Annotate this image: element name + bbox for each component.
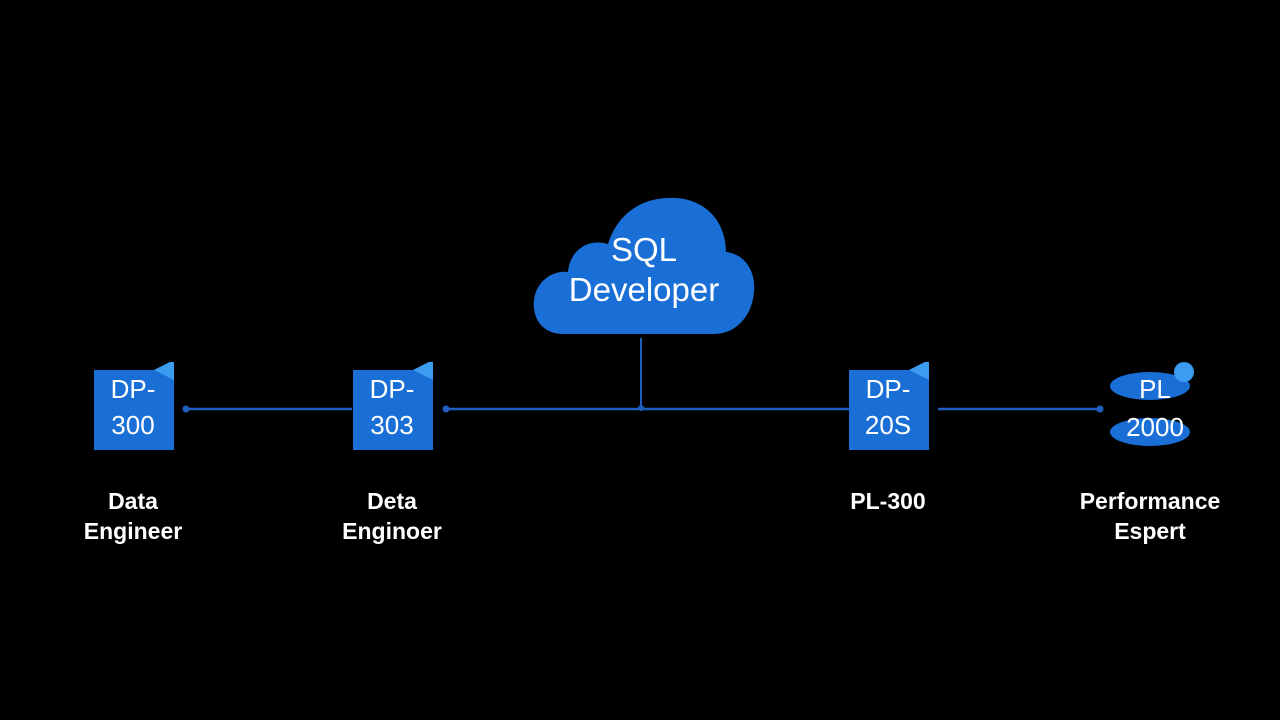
document-icon [849,362,929,450]
node-label-line2: Espert [1114,518,1186,544]
center-title-line2: Developer [568,271,720,308]
node-code-line2: 303 [370,410,414,440]
node-label-line1: Data [108,488,158,514]
connector-dot [638,405,644,411]
node-code-line2: 300 [111,410,155,440]
document-icon [94,362,174,450]
connector-dot [182,405,190,413]
cloud-icon [533,197,755,334]
node-dp-20s: DP- 20S [849,362,929,452]
node-code-line1: DP- [110,374,156,404]
node-label: Data Engineer [33,486,233,546]
stacked-disc-icon [1110,362,1194,446]
connector-dot [1096,405,1104,413]
node-label-line1: PL-300 [850,488,926,514]
node-label: PL-300 [788,486,988,516]
center-title-line1: SQL [610,231,678,268]
node-code-line2: 20S [864,410,912,440]
node-label-line1: Deta [367,488,417,514]
node-label-line1: Performance [1079,488,1221,514]
node-code-line1: DP- [865,374,911,404]
node-dp-300: DP- 300 [94,362,174,452]
node-label-line2: Enginoer [342,518,442,544]
center-node: SQL Developer [530,192,758,340]
connector-dot [442,405,450,413]
node-label: Performance Espert [1050,486,1250,546]
node-code-line1: DP- [369,374,415,404]
node-label: Deta Enginoer [292,486,492,546]
node-label-line2: Engineer [83,518,183,544]
node-pl-2000: PL 2000 [1108,362,1198,454]
document-icon [353,362,433,450]
node-code-line1: PL [1139,374,1171,404]
node-code-line2: 2000 [1126,412,1184,442]
node-dp-303: DP- 303 [353,362,433,452]
